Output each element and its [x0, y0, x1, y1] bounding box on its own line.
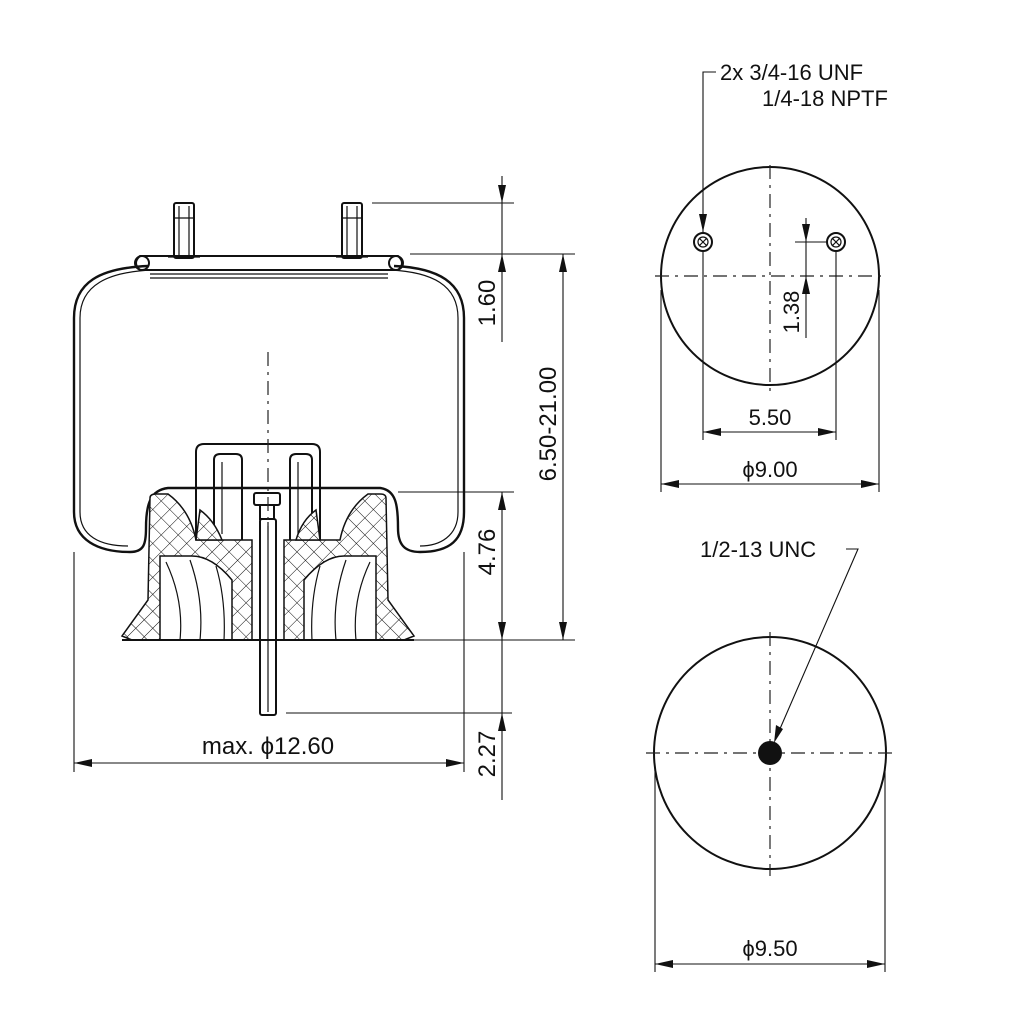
mounting-stud-left	[168, 202, 200, 259]
dim-stud-length-label: 2.27	[474, 731, 501, 778]
top-view: 2x 3/4-16 UNF 1/4-18 NPTF 1.38 5.50	[655, 60, 888, 492]
thread-callout-line1: 2x 3/4-16 UNF	[720, 60, 863, 85]
mounting-stud-right	[336, 202, 368, 259]
dim-max-diameter-label: max. ϕ12.60	[202, 733, 334, 760]
stud-hole-right	[826, 232, 846, 252]
dimension-4.76: 4.76	[474, 492, 506, 640]
piston-right-section	[283, 493, 416, 641]
side-view: 1.60 6.50-21.00 4.76 2.27 max. ϕ12.	[72, 176, 575, 800]
piston-left-section	[120, 493, 253, 641]
dim-bottom-diameter-label: ϕ9.50	[742, 936, 797, 961]
center-bolt	[253, 492, 281, 716]
bottom-view: 1/2-13 UNC ϕ9.50	[646, 537, 894, 972]
dimension-1.38: 1.38	[779, 218, 828, 338]
dimension-5.50: 5.50	[702, 252, 837, 440]
dim-top-offset-label: 1.60	[474, 280, 501, 327]
dimension-2.27: 2.27	[474, 640, 506, 800]
bolt-callout-label: 1/2-13 UNC	[700, 537, 816, 562]
stud-hole-left	[693, 232, 713, 252]
thread-callout-line2: 1/4-18 NPTF	[762, 86, 888, 111]
piston-inner-cup	[195, 443, 321, 541]
dimension-6.50-21.00: 6.50-21.00	[535, 254, 567, 640]
dimension-9.50: ϕ9.50	[654, 770, 886, 972]
dim-height-range-label: 6.50-21.00	[535, 367, 562, 482]
dimension-9.00: ϕ9.00	[660, 290, 880, 492]
bellows	[72, 264, 466, 554]
dim-hole-spacing-label: 5.50	[749, 405, 792, 430]
dim-offset-label: 1.38	[779, 291, 804, 334]
dimension-max-diameter: max. ϕ12.60	[74, 733, 464, 767]
bead-plate	[134, 255, 404, 279]
center-bolt-hole	[758, 741, 782, 765]
dim-piston-height-label: 4.76	[474, 529, 501, 576]
dimension-1.60: 1.60	[474, 176, 506, 342]
thread-callout: 2x 3/4-16 UNF 1/4-18 NPTF	[699, 60, 888, 232]
dim-top-diameter-label: ϕ9.00	[742, 457, 797, 482]
bolt-callout: 1/2-13 UNC	[700, 537, 859, 743]
